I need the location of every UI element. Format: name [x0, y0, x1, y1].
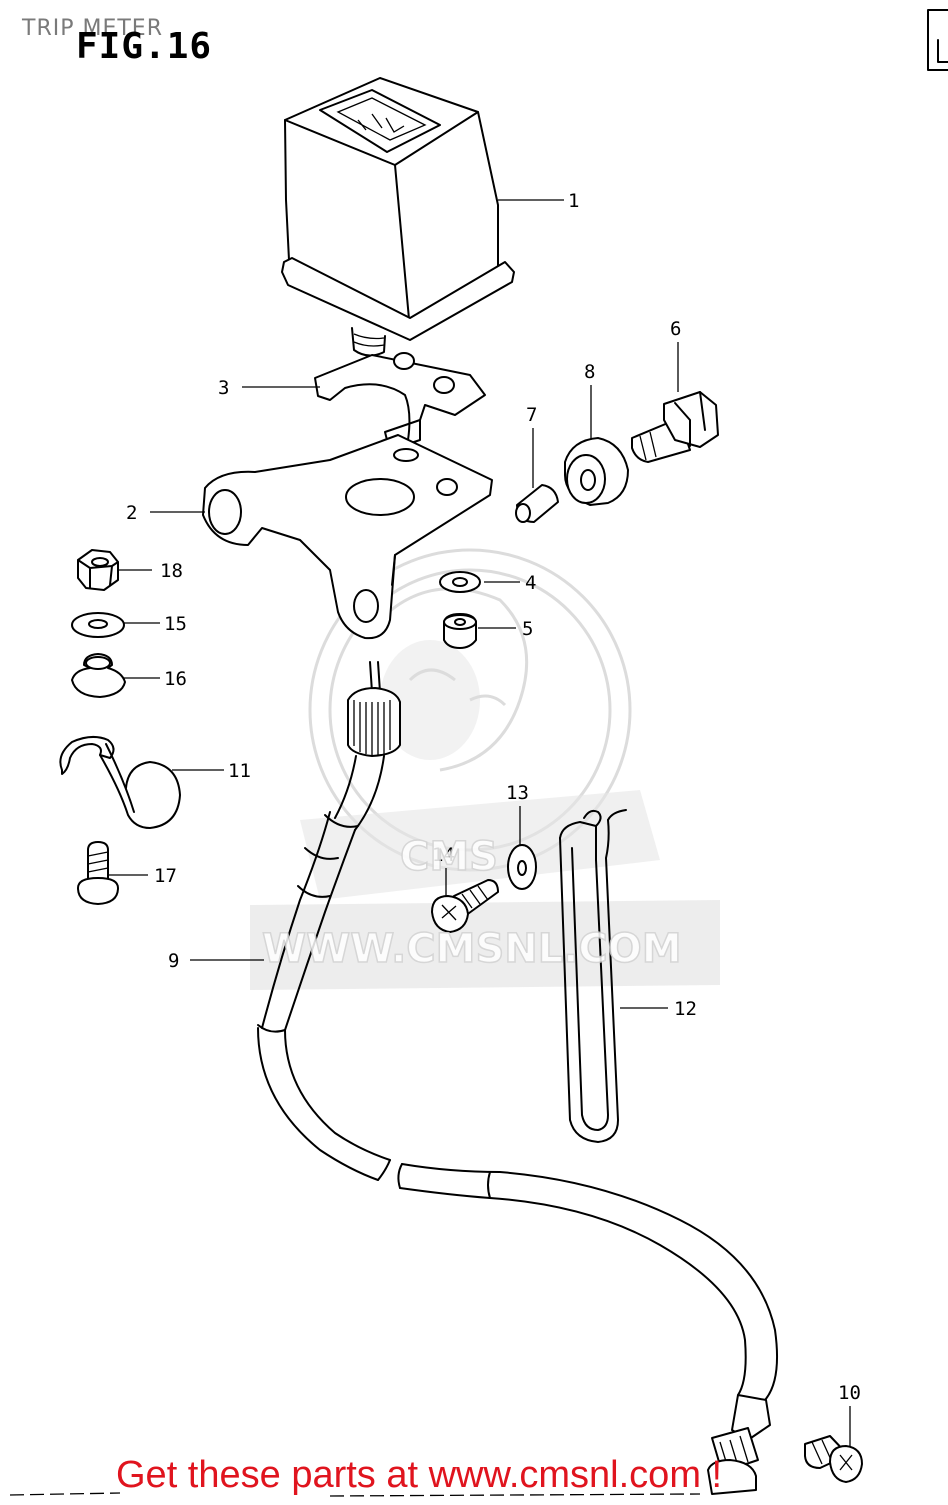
part-5-spacer — [443, 613, 477, 649]
callout-4: 4 — [525, 572, 536, 594]
callout-16: 16 — [164, 668, 187, 690]
part-3-plate — [314, 352, 486, 451]
part-16-grommet — [71, 653, 126, 698]
callout-5: 5 — [522, 618, 533, 640]
callout-1: 1 — [568, 190, 579, 212]
part-6-bolt — [631, 391, 719, 463]
footer-link[interactable]: Get these parts at www.cmsnl.com ! — [116, 1454, 723, 1496]
callout-labels: 1 2 3 4 5 6 7 8 9 10 11 12 13 14 15 16 1… — [126, 190, 861, 1404]
callout-12: 12 — [674, 998, 697, 1020]
corner-frame-mark — [937, 39, 948, 63]
watermark-logo-text: CMS — [400, 834, 498, 880]
callout-3: 3 — [218, 377, 229, 399]
callout-13: 13 — [506, 782, 529, 804]
callout-17: 17 — [154, 865, 177, 887]
part-18-nut — [77, 549, 119, 591]
callout-14: 14 — [432, 844, 455, 866]
callout-18: 18 — [160, 560, 183, 582]
watermark-overlay: CMS WWW.CMSNL.COM — [261, 833, 682, 973]
part-2-bracket — [202, 434, 493, 640]
callout-2: 2 — [126, 502, 137, 524]
corner-frame — [927, 9, 948, 71]
part-13-washer — [507, 844, 537, 890]
part-17-screw — [77, 841, 119, 905]
section-label: TRIP METER — [22, 16, 163, 41]
callout-15: 15 — [164, 613, 187, 635]
callout-11: 11 — [228, 760, 251, 782]
part-7-collar — [515, 484, 559, 523]
leader-lines — [108, 199, 851, 1446]
part-10-screw — [804, 1435, 863, 1483]
bottom-rule — [9, 1492, 701, 1497]
watermark-url-text: WWW.CMSNL.COM — [262, 926, 682, 972]
part-11-clip — [59, 736, 181, 829]
watermark-logo — [250, 548, 720, 990]
callout-6: 6 — [670, 318, 681, 340]
figure-title: FIG.16 — [76, 26, 213, 67]
callout-8: 8 — [584, 361, 595, 383]
part-14-screw — [431, 879, 499, 933]
part-15-washer — [71, 612, 125, 638]
part-8-grommet — [564, 437, 629, 506]
callout-9: 9 — [168, 950, 179, 972]
callout-7: 7 — [526, 404, 537, 426]
callout-10: 10 — [838, 1382, 861, 1404]
part-1-meter-housing — [281, 77, 515, 357]
part-12-strap — [559, 809, 627, 1143]
part-4-washer — [439, 571, 481, 593]
part-9-cable — [257, 661, 778, 1495]
